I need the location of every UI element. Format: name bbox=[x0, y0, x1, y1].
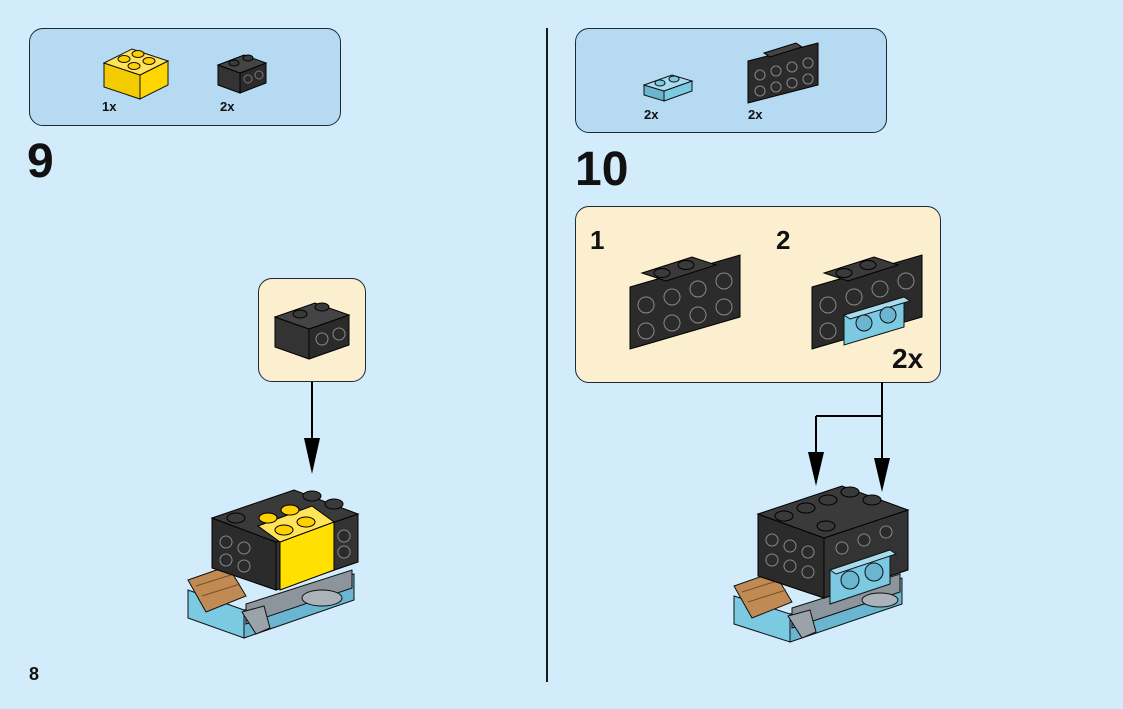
step-number: 9 bbox=[27, 135, 54, 188]
step9-parts-box: 1x 2x bbox=[29, 28, 341, 126]
step9-model-illustration bbox=[187, 489, 360, 639]
yellow-2x2-brick-icon bbox=[102, 48, 170, 100]
black-bracket-icon bbox=[747, 42, 819, 104]
black-bracket-icon bbox=[629, 254, 741, 350]
part-qty: 2x bbox=[748, 107, 763, 122]
step10-model-illustration bbox=[733, 485, 910, 643]
black-side-stud-brick-icon bbox=[216, 54, 268, 94]
step9-callout-box bbox=[258, 278, 366, 382]
step-number: 10 bbox=[575, 143, 629, 196]
part-qty: 1x bbox=[102, 99, 117, 114]
bracket-with-plate-icon bbox=[811, 254, 923, 350]
arrow-down-icon bbox=[304, 382, 320, 474]
page-number: 8 bbox=[29, 664, 40, 684]
step10-subassembly-box: 1 2 2x bbox=[575, 206, 941, 383]
substep-number: 1 bbox=[590, 225, 605, 255]
step-divider bbox=[546, 28, 548, 682]
step10-parts-box: 2x 2x bbox=[575, 28, 887, 133]
light-blue-1x2-plate-icon bbox=[642, 74, 694, 102]
part-qty: 2x bbox=[644, 107, 659, 122]
build-multiplier: 2x bbox=[892, 343, 924, 374]
substep-number: 2 bbox=[776, 225, 791, 255]
black-side-stud-brick-icon bbox=[273, 302, 351, 360]
part-qty: 2x bbox=[220, 99, 235, 114]
arrow-down-icon bbox=[808, 382, 890, 492]
